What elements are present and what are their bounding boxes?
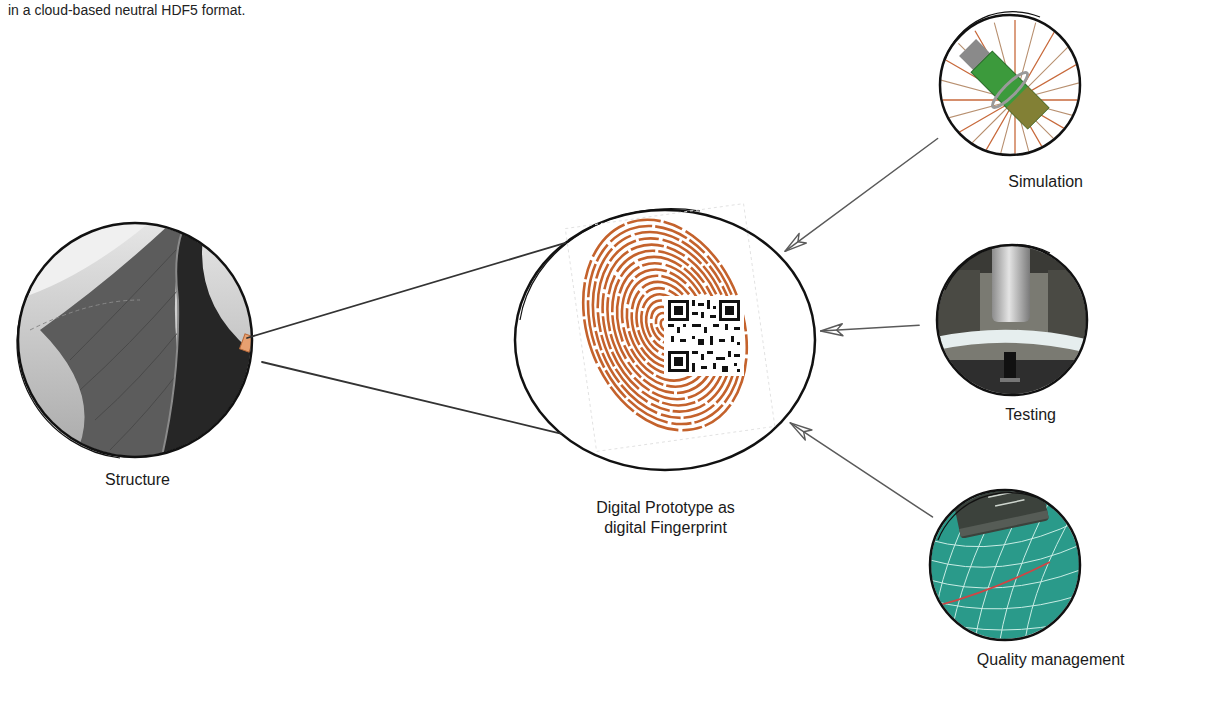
node-label: Structure: [105, 470, 171, 490]
prototype-circle: Digital Prototype as digital Fingerprint: [515, 210, 815, 538]
topic-circle: Simulation: [940, 15, 1080, 192]
structure-picture: [15, 220, 268, 465]
sketch-arrow: [821, 325, 919, 331]
simulation-picture: [935, 10, 1095, 180]
topic-circle: Quality management: [930, 490, 1080, 670]
zoom-line: [262, 362, 561, 434]
node-label: Simulation: [1008, 172, 1084, 192]
topic-circle: Testing: [937, 245, 1087, 425]
node-label: Digital Prototype as digital Fingerprint: [585, 498, 746, 538]
testing-picture: [930, 240, 1095, 400]
topic-circle: Structure: [18, 223, 252, 490]
fingerprint-picture: [548, 189, 781, 461]
qr-code: [664, 296, 744, 376]
sketch-arrow: [790, 423, 932, 517]
node-label: Testing: [1005, 405, 1057, 425]
sketch-arrow: [785, 138, 938, 251]
caption-fragment: in a cloud-based neutral HDF5 format.: [8, 2, 245, 19]
node-label: Quality management: [976, 650, 1125, 670]
zoom-line: [247, 243, 565, 338]
quality-picture: [928, 466, 1083, 643]
